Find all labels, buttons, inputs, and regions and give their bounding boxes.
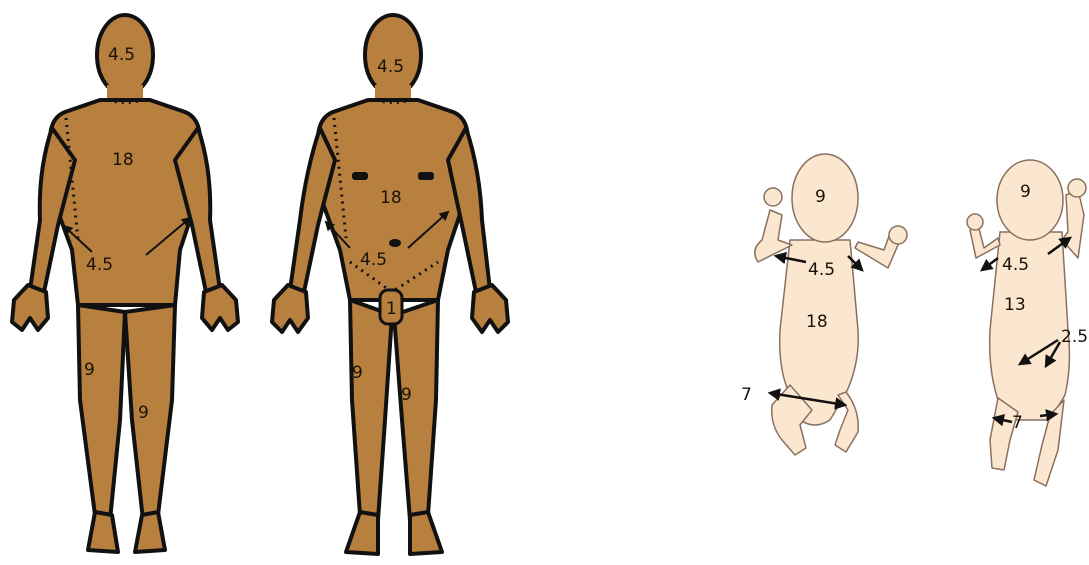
infant-front-arm-label: 4.5 — [808, 260, 835, 280]
infant-back-left-leg — [990, 398, 1018, 470]
infant-front-left-arm — [755, 210, 792, 262]
adult-front-right-leg — [394, 300, 438, 520]
infant-back-right-arm — [1062, 190, 1084, 258]
adult-back-right-foot — [135, 512, 165, 552]
infant-back-leg-label: 7 — [1012, 413, 1023, 433]
adult-back-leg-right-label: 9 — [84, 360, 95, 380]
adult-front-head-label: 4.5 — [377, 57, 404, 77]
infant-front-leg-label: 7 — [741, 385, 752, 405]
adult-back-figure — [12, 15, 238, 552]
adult-front-genitals-label: 1 — [386, 299, 397, 319]
adult-back-torso — [50, 100, 200, 305]
adult-front-left-foot — [346, 512, 378, 554]
infant-back-trunk-label: 13 — [1004, 295, 1026, 315]
adult-back-left-hand — [12, 285, 48, 330]
adult-front-right-hand — [472, 285, 508, 332]
adult-front-head — [365, 15, 421, 95]
adult-front-left-leg — [350, 300, 392, 520]
infant-back-head-label: 9 — [1020, 182, 1031, 202]
adult-back-left-leg — [78, 305, 125, 520]
adult-front-figure — [272, 15, 508, 554]
adult-front-left-hand — [272, 285, 308, 332]
adult-back-arm-label: 4.5 — [86, 255, 113, 275]
adult-front-leg-left-label: 9 — [401, 385, 412, 405]
adult-front-right-foot — [410, 512, 442, 554]
infant-back-arm-label: 4.5 — [1002, 255, 1029, 275]
adult-back-right-leg — [125, 305, 175, 520]
adult-back-right-hand — [202, 285, 238, 330]
adult-front-leg-right-label: 9 — [352, 363, 363, 383]
adult-back-leg-left-label: 9 — [138, 403, 149, 423]
infant-front-figure — [755, 154, 907, 455]
adult-back-trunk-label: 18 — [112, 150, 134, 170]
adult-back-left-foot — [88, 512, 118, 552]
infant-back-figure — [967, 160, 1086, 486]
infant-back-buttock-label: 2.5 — [1061, 327, 1088, 347]
adult-back-head-label: 4.5 — [108, 45, 135, 65]
adult-front-trunk-label: 18 — [380, 188, 402, 208]
infant-front-trunk-label: 18 — [806, 312, 828, 332]
adult-front-arm-label: 4.5 — [360, 250, 387, 270]
infant-front-head-label: 9 — [815, 187, 826, 207]
